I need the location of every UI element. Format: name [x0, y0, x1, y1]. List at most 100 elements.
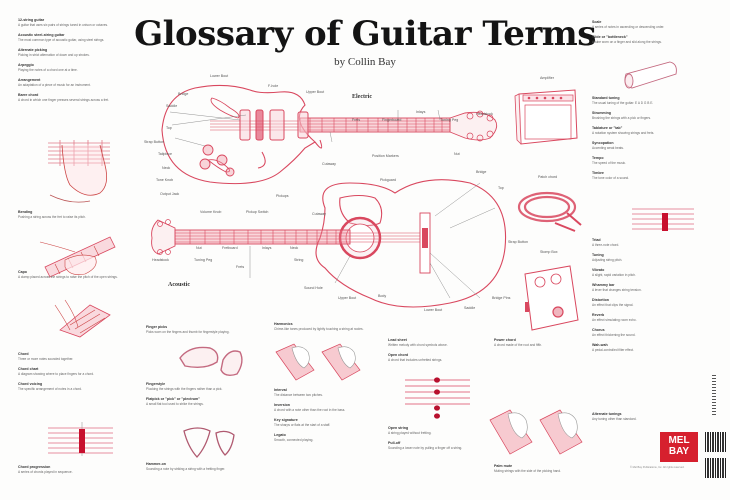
diagram-label: Neck — [290, 246, 299, 250]
diagram-label: Nut — [454, 152, 460, 156]
chord-hand-illustration — [54, 299, 111, 338]
diagram-label: Lower Bout — [210, 74, 229, 78]
diagram-label: Cutaway — [322, 162, 336, 166]
glossary-entry: Flatpick or "pick" or "plectrum"A small … — [146, 397, 204, 406]
acoustic-heading: Acoustic — [168, 282, 190, 288]
electric-guitar-diagram — [161, 84, 498, 185]
diagram-label: Pickups — [276, 194, 289, 198]
diagram-label: Volume Knob — [200, 210, 222, 214]
diagram-label: Strap Button — [144, 140, 164, 144]
capo-hand-illustration — [39, 236, 116, 278]
patch-cord-label: Patch chord — [538, 175, 558, 179]
diagram-label: Cutaway — [312, 212, 326, 216]
pull-off-hands-illustration — [489, 409, 583, 455]
diagram-label: Upper Bout — [306, 90, 325, 94]
diagram-label: Body — [378, 294, 387, 298]
stomp-box-label: Stomp Box — [540, 250, 558, 254]
diagram-label: Neck — [162, 166, 171, 170]
slide-bottleneck-icon — [624, 61, 677, 89]
diagram-label: Sound Hole — [304, 286, 323, 290]
patch-cord-icon — [517, 191, 582, 232]
mel-bay-logo: MEL BAY — [660, 432, 698, 462]
diagram-label: Top — [498, 186, 504, 190]
barcode — [705, 458, 727, 478]
diagram-label: Bridge — [476, 170, 487, 174]
electric-heading: Electric — [352, 94, 372, 100]
diagram-label: Frets — [236, 265, 245, 269]
diagram-label: Bridge — [178, 92, 189, 96]
diagram-label: String — [294, 258, 304, 262]
chord-voicing-tab-illustration — [48, 422, 113, 456]
diagram-label: Upper Bout — [338, 296, 357, 300]
diagram-label: Inlays — [416, 110, 426, 114]
diagram-label: Saddle — [166, 104, 178, 108]
diagram-label: Position Markers — [372, 154, 399, 158]
copyright-text: © Mel Bay Publications, Inc. All rights … — [630, 466, 685, 469]
diagram-label: Tailpiece — [158, 152, 172, 156]
flatpicks-icon — [183, 427, 235, 458]
harmonics-hands-illustration — [275, 343, 361, 381]
diagram-label: Output Jack — [160, 192, 180, 196]
diagram-label: Lower Bout — [424, 308, 443, 312]
diagram-label: Saddle — [464, 306, 476, 310]
glossary-entry: Slide or "bottleneck"A tube worn on a fi… — [592, 35, 662, 44]
diagram-label: Tuning Peg — [194, 258, 213, 262]
diagram-label: Nut — [196, 246, 202, 250]
poster-byline: by Collin Bay — [334, 56, 396, 68]
diagram-label: F-hole — [268, 84, 279, 88]
barre-chord-hand-illustration — [48, 140, 110, 203]
diagram-label: Pickguard — [380, 178, 396, 182]
amplifier-icon — [514, 89, 578, 145]
trill-tab-illustration — [632, 208, 694, 231]
diagram-label: Headstock — [476, 112, 493, 116]
diagram-label: Top — [166, 126, 172, 130]
amplifier-label: Amplifier — [540, 76, 554, 80]
diagram-label: Tone Knob — [156, 178, 174, 182]
diagram-label: Inlays — [262, 246, 272, 250]
acoustic-guitar-diagram — [151, 179, 507, 308]
